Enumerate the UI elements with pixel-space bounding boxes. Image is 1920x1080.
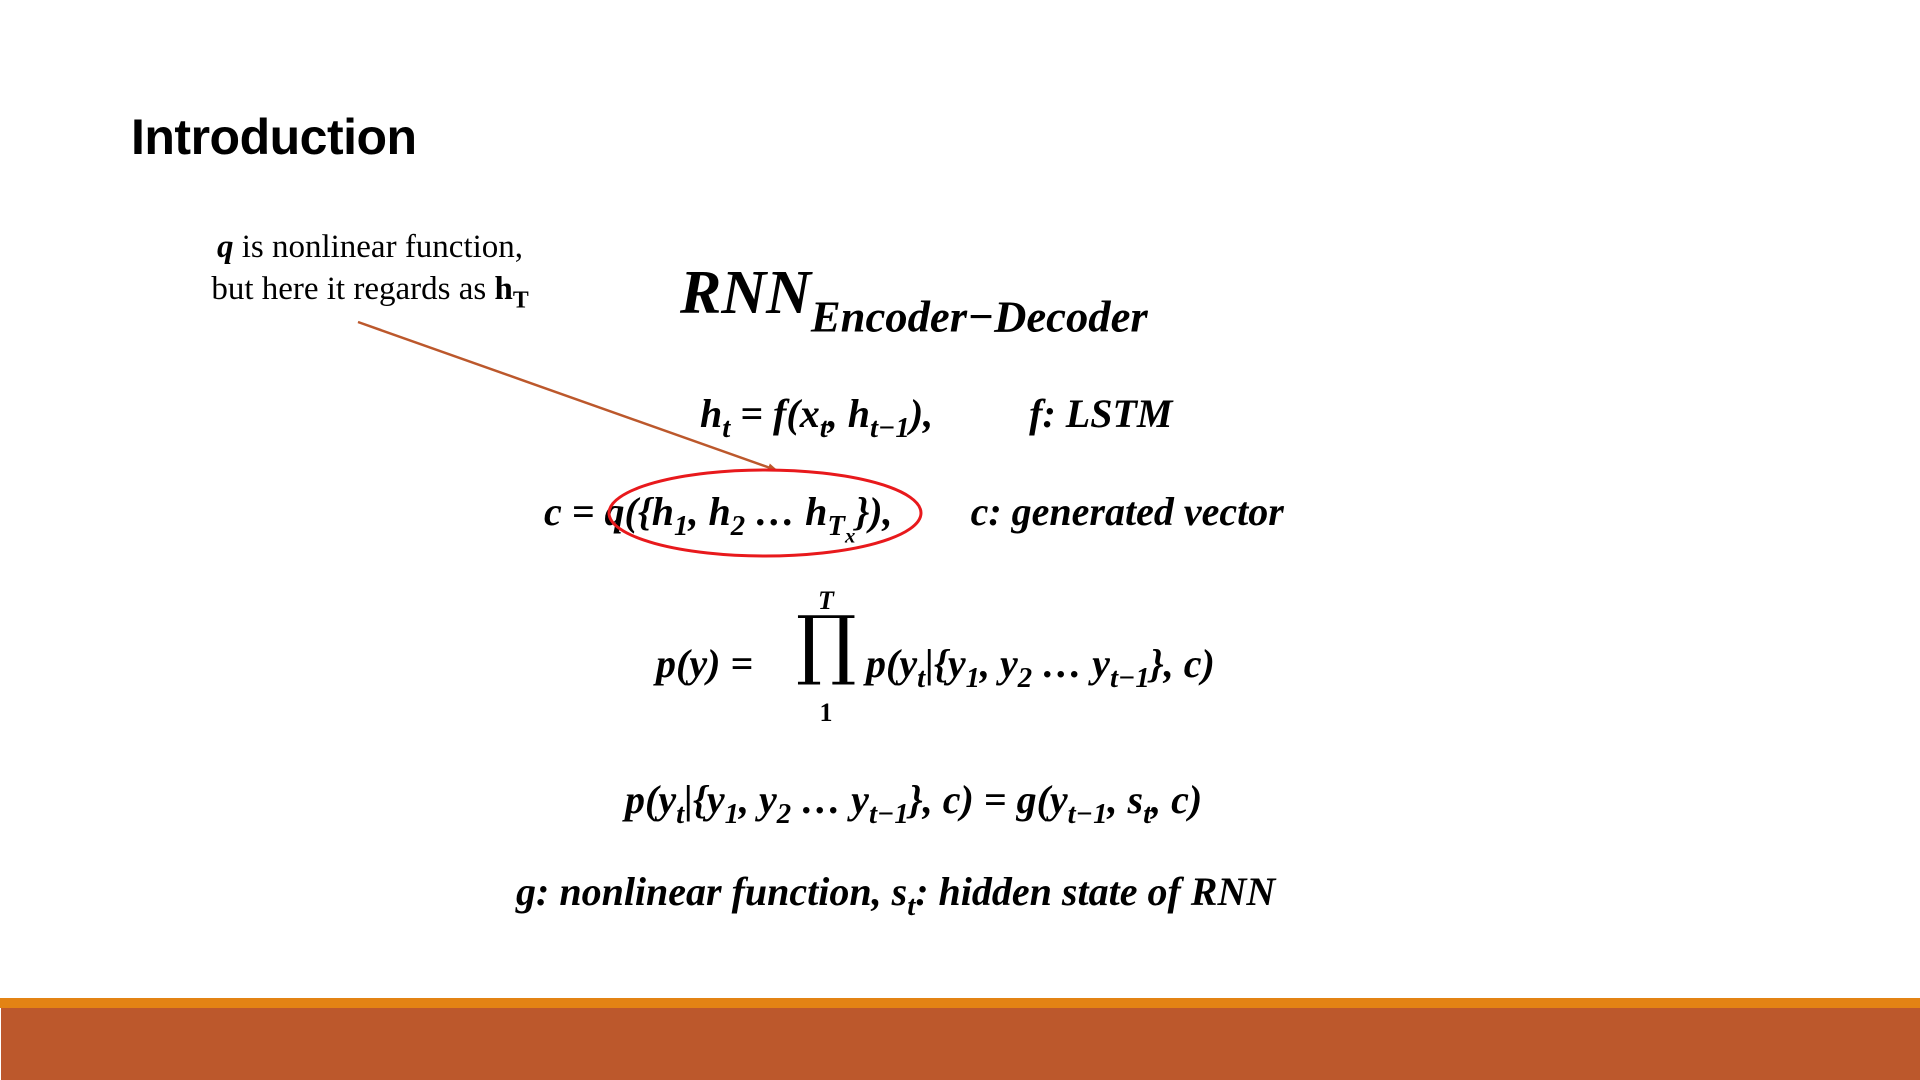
eq4-g-sep: , s: [1107, 777, 1144, 822]
eq3-yt-sub: t: [917, 662, 926, 695]
eq4-y2-sub: 2: [776, 798, 792, 831]
product-upper-limit: T: [818, 586, 834, 615]
eq5-post: : hidden state of RNN: [915, 869, 1276, 914]
eq2-sep: , h: [688, 489, 731, 534]
product-symbol-icon: ∏: [796, 599, 857, 688]
eq4-g-s-sub: t: [1143, 798, 1152, 831]
equation-joint-probability-lhs: p(y) =: [656, 641, 754, 686]
eq1-note-text: : LSTM: [1042, 391, 1173, 436]
eq2-note-var: c: [970, 489, 989, 534]
eq2-note-text: : generated vector: [988, 489, 1284, 534]
slide-title: Introduction: [131, 109, 417, 165]
eq1-h-prev-sub: t−1: [869, 412, 910, 445]
equation-conditional-probability: p(yt|{y1, y2 … yt−1}, c) = g(yt−1, st, c…: [625, 776, 1203, 828]
eq2-close: }),: [855, 489, 893, 534]
eq5-pre: g: nonlinear function, s: [516, 869, 908, 914]
eq1-note-var: f: [1029, 391, 1043, 436]
eq4-y1-sub: 1: [724, 798, 739, 831]
annotation-note: q is nonlinear function, but here it reg…: [140, 226, 600, 312]
eq2-h1-sub: 1: [674, 510, 689, 543]
eq4-pre: p(y: [625, 777, 677, 822]
footer-accent-line: [0, 998, 1920, 1008]
eq3-y2-sub: 2: [1017, 662, 1033, 695]
rnn-heading-main: RNN: [680, 259, 811, 327]
product-operator: T ∏ 1: [796, 586, 857, 727]
eq4-g-y-sub: t−1: [1067, 798, 1108, 831]
eq2-lhs: c =: [544, 489, 605, 534]
eq1-rhs-post: ),: [909, 391, 934, 436]
eq4-dots: … y: [791, 777, 869, 822]
equation-hidden-state: ht = f(xt, ht−1),f: LSTM: [700, 390, 1173, 442]
equation-joint-probability-rhs: p(yt|{y1, y2 … yt−1}, c): [866, 640, 1215, 692]
eq4-post: , c): [1151, 777, 1203, 822]
annotation-text-2: but here it regards as: [211, 271, 495, 307]
eq2-h2-sub: 2: [730, 510, 746, 543]
annotation-q-var: q: [216, 229, 234, 265]
rnn-heading-sub: Encoder−Decoder: [810, 291, 1148, 342]
eq1-h: h: [700, 391, 723, 436]
eq1-rhs-pre: = f(x: [730, 391, 820, 436]
annotation-line-1: q is nonlinear function,: [217, 229, 523, 265]
eq3-y1-sub: 1: [965, 662, 980, 695]
annotation-line-2: but here it regards as hT: [211, 271, 528, 312]
rnn-heading: RNNEncoder−Decoder: [680, 258, 1148, 339]
eq1-rhs-mid: , h: [827, 391, 870, 436]
eq3-rhs-pre: p(y: [866, 641, 918, 686]
eq2-hT-subsub: x: [844, 525, 856, 548]
eq4-mid: }, c) = g(y: [908, 777, 1068, 822]
eq3-ylast-sub: t−1: [1109, 662, 1150, 695]
eq3-sep: , y: [980, 641, 1018, 686]
annotation-text-1: is nonlinear function,: [233, 229, 524, 265]
eq1-x-sub: t: [819, 412, 828, 445]
footer-band: [1, 1008, 1920, 1080]
eq4-yt-sub: t: [676, 798, 685, 831]
equation-context-vector: c = q({h1, h2 … hTx}), c: generated vecto…: [544, 488, 1284, 547]
annotation-h-sub: T: [512, 287, 529, 314]
eq3-rhs-post: }, c): [1149, 641, 1215, 686]
eq2-hT-sub: T: [827, 510, 845, 543]
eq4-bar: |{y: [684, 777, 725, 822]
annotation-h-var: h: [494, 271, 513, 307]
eq4-ylast-sub: t−1: [868, 798, 909, 831]
eq3-bar: |{y: [925, 641, 966, 686]
eq2-q: q({h: [604, 489, 675, 534]
eq3-dots: … y: [1032, 641, 1110, 686]
eq2-mid: … h: [745, 489, 828, 534]
eq5-s-sub: t: [907, 890, 916, 923]
eq4-sep: , y: [739, 777, 777, 822]
product-lower-limit: 1: [819, 698, 833, 727]
equation-definitions: g: nonlinear function, st: hidden state …: [516, 868, 1276, 920]
